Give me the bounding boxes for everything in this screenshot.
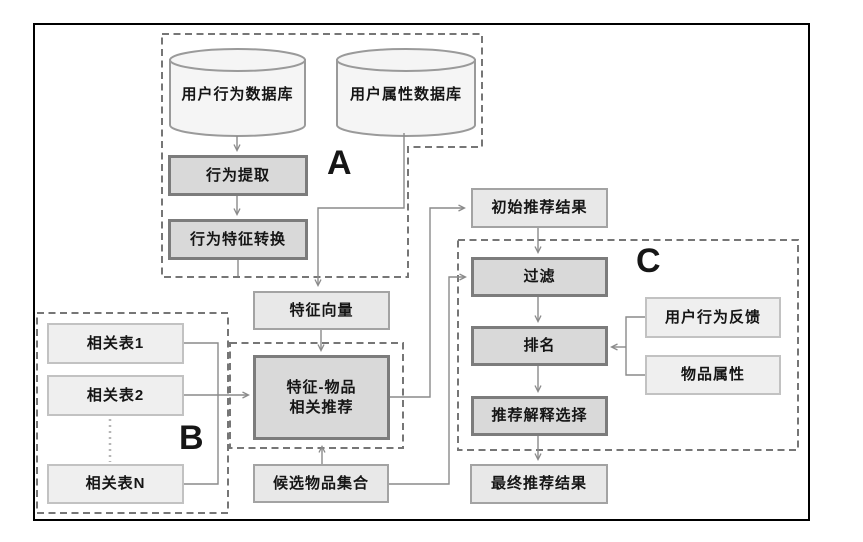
node-rank: 排名 <box>471 326 608 366</box>
node-behavior-extraction: 行为提取 <box>168 155 308 196</box>
node-filter: 过滤 <box>471 257 608 297</box>
edge-related-tables-bus <box>184 342 219 485</box>
node-related-table-2: 相关表2 <box>47 375 184 416</box>
region-b-outline <box>36 312 229 514</box>
node-related-table-1: 相关表1 <box>47 323 184 364</box>
node-candidate-items: 候选物品集合 <box>253 464 389 503</box>
region-c-label: C <box>636 242 661 280</box>
edge-feedback-bus <box>625 316 645 376</box>
region-a-label: A <box>327 144 352 182</box>
region-b-label: B <box>179 419 204 457</box>
node-feature-vector: 特征向量 <box>253 291 390 330</box>
node-related-table-n: 相关表N <box>47 464 184 504</box>
region-a-outline <box>161 33 483 278</box>
edge-candidate-to-filter <box>389 277 465 485</box>
node-explanation-selection: 推荐解释选择 <box>471 396 608 436</box>
feature-item-line1: 特征-物品 <box>286 379 357 396</box>
feature-item-outline <box>229 342 404 449</box>
db-user-attribute-label: 用户属性数据库 <box>349 86 462 103</box>
node-item-attributes: 物品属性 <box>645 355 781 395</box>
edge-db-attribute-to-feature-vector <box>318 133 405 285</box>
node-final-result: 最终推荐结果 <box>470 464 608 504</box>
node-feature-item-recommendation: 特征-物品 相关推荐 <box>253 355 390 440</box>
node-initial-result: 初始推荐结果 <box>471 188 608 228</box>
region-c-outline <box>457 239 799 451</box>
node-behavior-feature-transform: 行为特征转换 <box>168 219 308 260</box>
edge-feature-item-to-initial-result <box>390 208 464 398</box>
db-user-behavior-cylinder <box>169 48 306 137</box>
db-user-attribute-cylinder <box>336 48 476 137</box>
node-user-behavior-feedback: 用户行为反馈 <box>645 297 781 338</box>
feature-item-line2: 相关推荐 <box>289 398 354 416</box>
db-user-behavior-label: 用户行为数据库 <box>181 86 294 103</box>
